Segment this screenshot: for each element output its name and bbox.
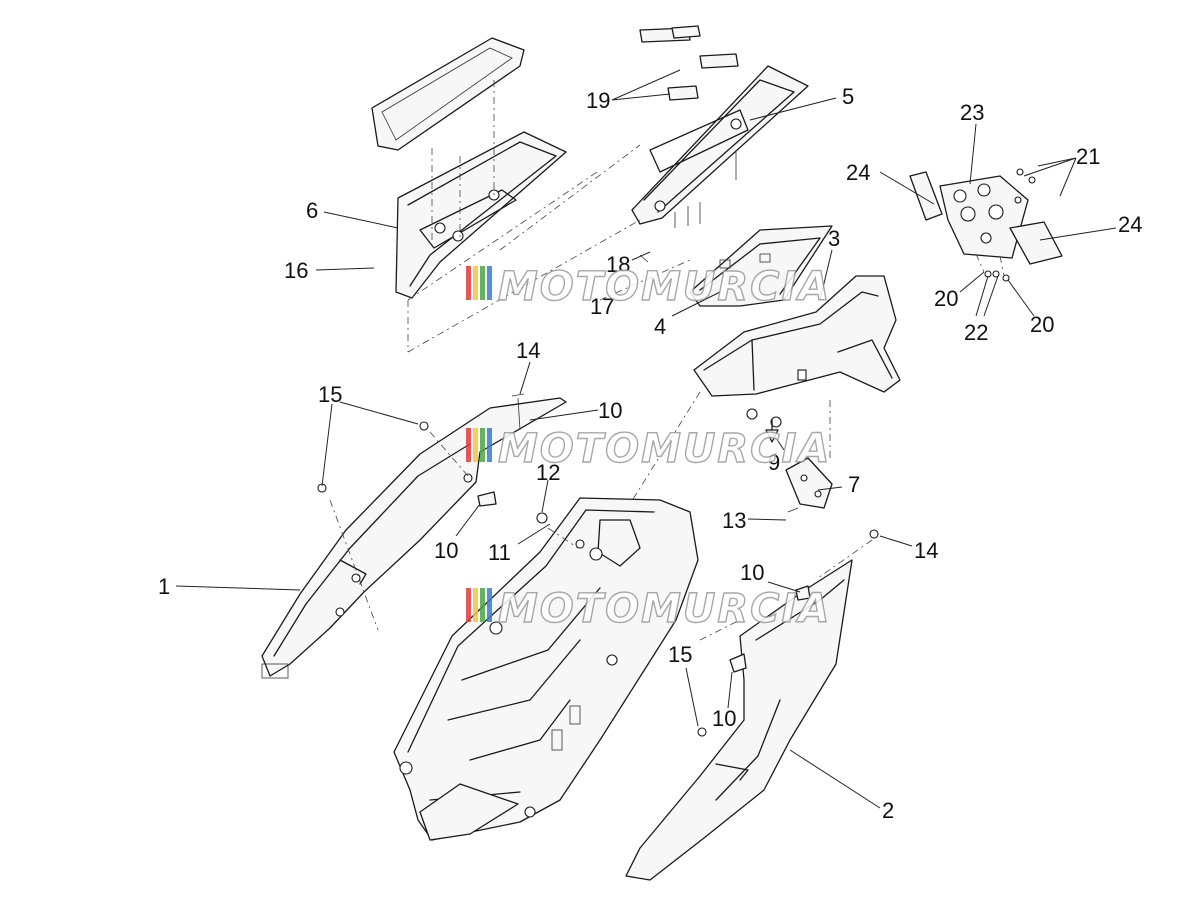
callout-14-a: 14 xyxy=(516,338,540,363)
callout-4: 4 xyxy=(654,314,666,339)
watermark-text: MOTOMURCIA xyxy=(498,426,831,472)
watermark-text: MOTOMURCIA xyxy=(498,264,831,310)
callout-10-d: 10 xyxy=(712,706,736,731)
part-4-undertray xyxy=(599,225,833,307)
callout-13: 13 xyxy=(722,508,746,533)
callout-5: 5 xyxy=(842,84,854,109)
callout-2: 2 xyxy=(882,798,894,823)
watermark-stripe-yellow xyxy=(473,266,478,300)
central-tail-frame xyxy=(393,497,699,841)
part-7-bracket xyxy=(785,400,833,513)
callout-16: 16 xyxy=(284,258,308,283)
watermark-text: MOTOMURCIA xyxy=(498,586,831,632)
watermark-stripe-red xyxy=(466,588,471,622)
callout-17: 17 xyxy=(590,294,614,319)
callout-1: 1 xyxy=(158,574,170,599)
callout-10-b: 10 xyxy=(434,538,458,563)
leader-lines xyxy=(175,69,1117,809)
callout-20-b: 20 xyxy=(1030,312,1054,337)
callout-23: 23 xyxy=(960,100,984,125)
part-23-plate-holder xyxy=(909,168,1063,282)
callout-10-c: 10 xyxy=(740,560,764,585)
watermark-stripe-red xyxy=(466,266,471,300)
callout-20-a: 20 xyxy=(934,286,958,311)
watermark-stripe-green xyxy=(480,588,485,622)
callout-21: 21 xyxy=(1076,144,1100,169)
callout-18: 18 xyxy=(606,252,630,277)
callout-14-b: 14 xyxy=(914,538,938,563)
callout-labels: 1 2 3 4 5 6 7 9 10 10 10 10 11 12 13 14 … xyxy=(158,84,1142,823)
watermark-top: MOTOMURCIA xyxy=(466,263,831,311)
watermark-stripe-green xyxy=(480,428,485,462)
callout-11: 11 xyxy=(488,540,511,565)
watermark-middle: MOTOMURCIA xyxy=(466,425,831,473)
callout-7: 7 xyxy=(848,472,860,497)
callout-6: 6 xyxy=(306,198,318,223)
callout-3: 3 xyxy=(828,226,840,251)
part-2-right-side-panel xyxy=(625,529,879,881)
watermark-bottom: MOTOMURCIA xyxy=(466,585,831,633)
callout-19: 19 xyxy=(586,88,610,113)
watermark-stripe-blue xyxy=(487,266,492,300)
callout-9: 9 xyxy=(768,450,780,475)
callout-24-b: 24 xyxy=(1118,212,1142,237)
watermark-stripe-green xyxy=(480,266,485,300)
callout-22: 22 xyxy=(964,320,988,345)
watermark-stripe-yellow xyxy=(473,428,478,462)
callout-15-b: 15 xyxy=(668,642,692,667)
part-6-seat-cowl xyxy=(371,37,567,299)
watermark-stripe-yellow xyxy=(473,588,478,622)
callout-12: 12 xyxy=(536,460,560,485)
callout-15-a: 15 xyxy=(318,382,342,407)
part-3-rear-fender xyxy=(619,275,901,521)
part-5-seat-tray xyxy=(631,25,809,228)
watermark-stripe-blue xyxy=(487,588,492,622)
callout-10-a: 10 xyxy=(598,398,622,423)
watermark-stripe-red xyxy=(466,428,471,462)
watermark-stripe-blue xyxy=(487,428,492,462)
callout-24-a: 24 xyxy=(846,160,870,185)
